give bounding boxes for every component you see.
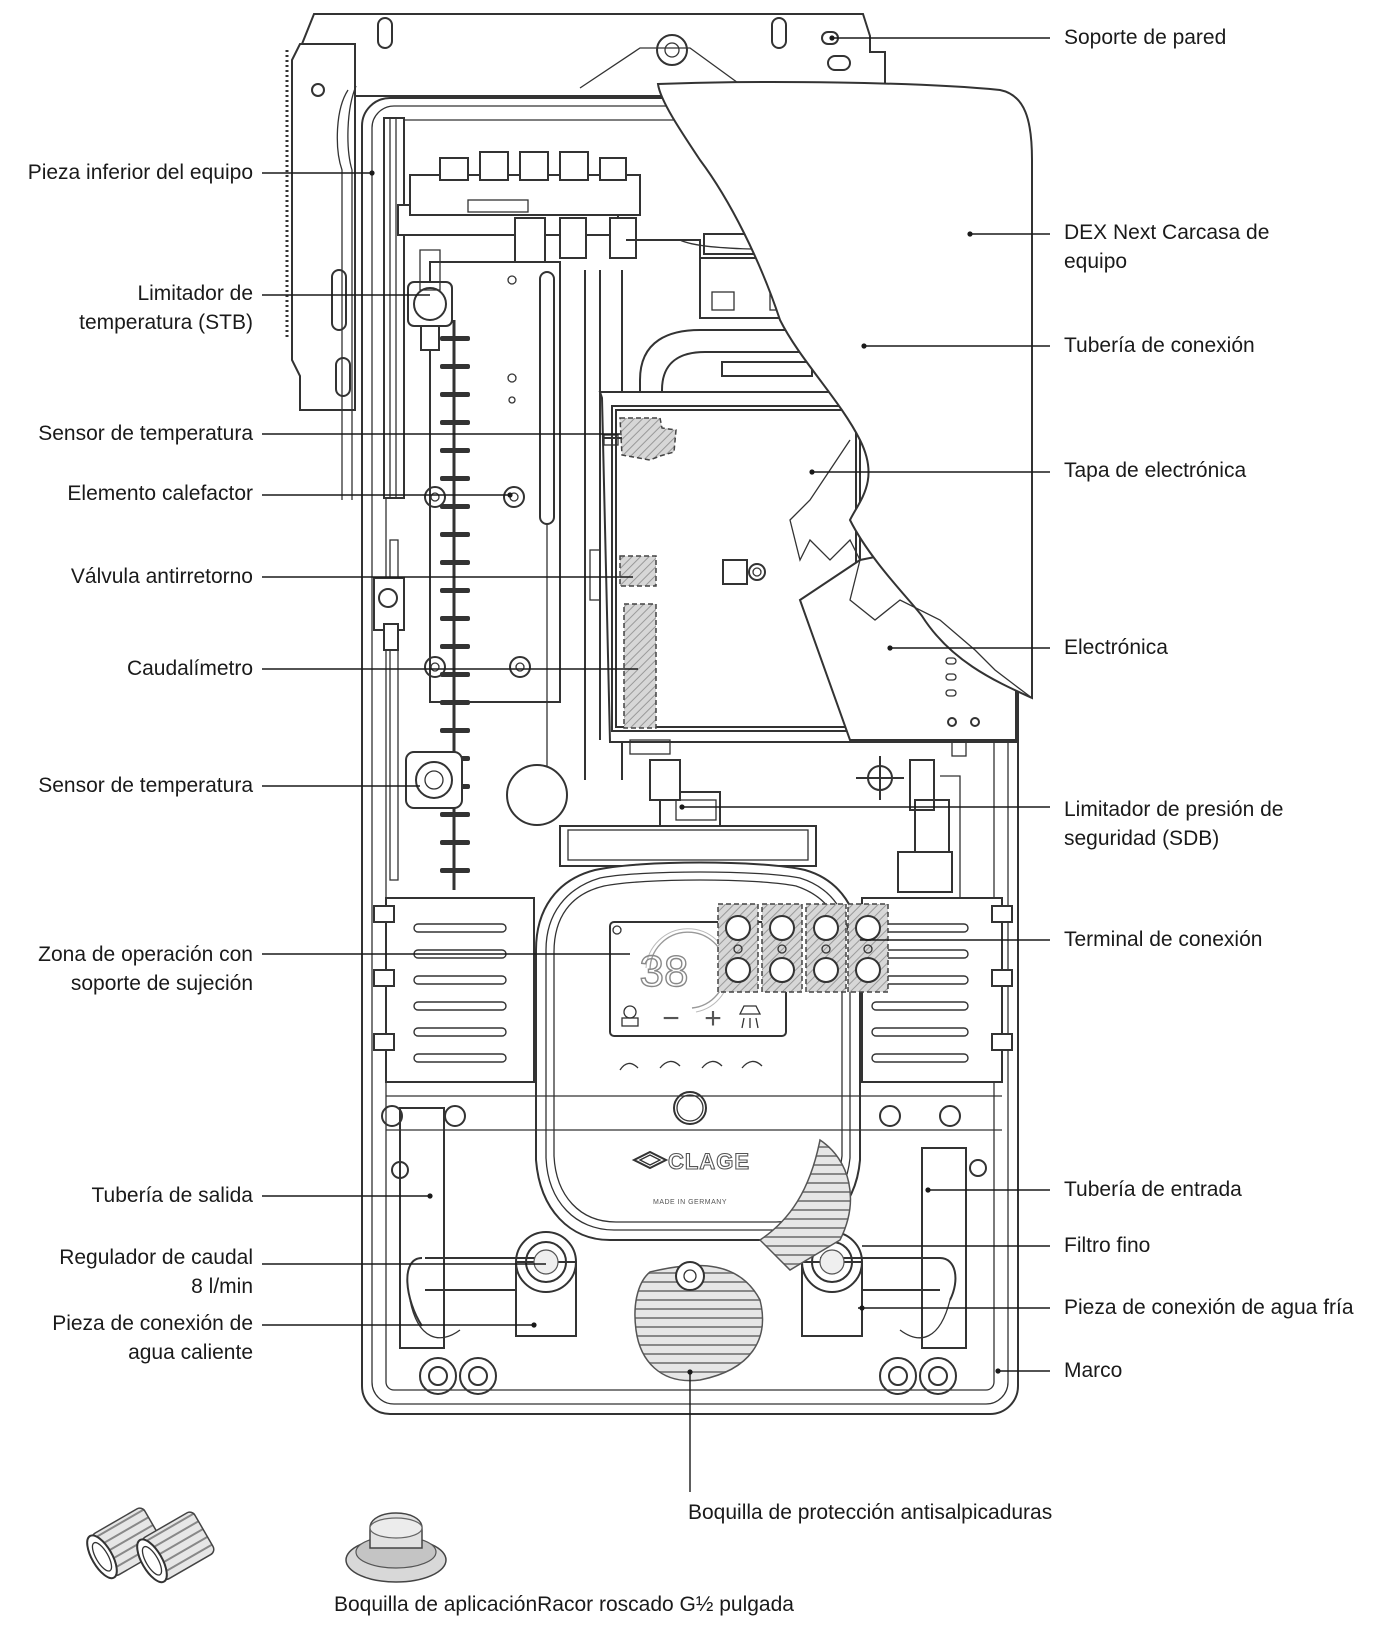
electronics-cover-edge: [789, 439, 1033, 699]
coil-fin: [440, 420, 470, 425]
label-fine-filter: Filtro fino: [1064, 1234, 1151, 1257]
connection-terminal-blocks: [717, 903, 889, 993]
label-electronics-cover: Tapa de electrónica: [1064, 459, 1247, 482]
check-valve-part: [619, 555, 657, 587]
label-temperature-limiter: Limitador de temperatura (STB): [79, 282, 253, 334]
label-hot-water-connector: Pieza de conexión de agua caliente: [52, 1312, 253, 1364]
terminal-hole: [863, 944, 873, 954]
label-flow-regulator: Regulador de caudal 8 l/min: [59, 1246, 253, 1298]
splash-nozzle: [634, 1138, 852, 1382]
label-check-valve: Válvula antirretorno: [70, 565, 253, 588]
label-lower-part: Pieza inferior del equipo: [27, 161, 253, 184]
rib: [413, 1027, 507, 1037]
label-cold-water-connector: Pieza de conexión de agua fría: [1064, 1296, 1354, 1319]
label-outlet-pipe: Tubería de salida: [91, 1184, 254, 1207]
clage-logo: CLAGE: [631, 1148, 750, 1175]
device-housing: [656, 81, 1033, 700]
coil-fin: [440, 644, 470, 649]
coil-fin: [440, 616, 470, 621]
label-connection-terminal: Terminal de conexión: [1064, 928, 1263, 951]
leader-lines: [262, 35, 1050, 1492]
right-valve-assembly: [856, 756, 961, 900]
rib: [871, 1001, 969, 1011]
rib: [413, 1053, 507, 1063]
label-connection-pipe: Tubería de conexión: [1064, 334, 1255, 357]
coil-fin: [440, 392, 470, 397]
coil-fin: [440, 448, 470, 453]
label-device-housing: DEX Next Carcasa de equipo: [1064, 221, 1270, 273]
terminal-screw: [855, 915, 881, 941]
coil-fin: [440, 672, 470, 677]
coil-fin: [440, 364, 470, 369]
label-flow-meter: Caudalímetro: [126, 657, 253, 680]
coil-fin: [440, 336, 470, 341]
coil-fin: [440, 504, 470, 509]
rib: [413, 1001, 507, 1011]
label-temperature-sensor-1: Sensor de temperatura: [38, 422, 253, 445]
terminal-screw: [813, 915, 839, 941]
terminal-hole: [733, 944, 743, 954]
terminal-hole: [777, 944, 787, 954]
svg-text:CLAGE: CLAGE: [668, 1149, 750, 1174]
operation-zone-bracket: [373, 897, 1013, 1083]
frame-screws: [381, 1105, 987, 1395]
coil-fin: [440, 476, 470, 481]
coil-fin: [440, 840, 470, 845]
coil-fin: [440, 700, 470, 705]
temperature-sensor-part-1: [602, 417, 677, 461]
coil-fin: [440, 588, 470, 593]
rib: [871, 1053, 969, 1063]
terminal-hole: [821, 944, 831, 954]
label-operation-zone: Zona de operación con soporte de sujeció…: [38, 943, 253, 995]
terminal-screw: [855, 957, 881, 983]
memory-button-3[interactable]: [701, 1060, 723, 1069]
threaded-connectors: [86, 1507, 215, 1584]
terminal-screw: [813, 957, 839, 983]
label-pressure-limiter: Limitador de presión de seguridad (SDB): [1064, 798, 1284, 850]
wall-bracket: [285, 13, 886, 500]
terminal-screw: [769, 957, 795, 983]
terminal-screw: [725, 957, 751, 983]
coil-fin: [440, 812, 470, 817]
terminal-strip: [559, 825, 817, 867]
display-temperature: 38: [640, 947, 689, 996]
shower-icon[interactable]: [738, 1005, 762, 1029]
coil-fin: [440, 728, 470, 733]
rib: [413, 923, 507, 933]
label-frame: Marco: [1064, 1359, 1123, 1382]
memory-button-4[interactable]: [741, 1060, 763, 1069]
label-splash-nozzle: Boquilla de protección antisalpicaduras: [688, 1501, 1053, 1524]
label-temperature-sensor-2: Sensor de temperatura: [38, 774, 253, 797]
made-in-label: MADE IN GERMANY: [653, 1199, 727, 1206]
coil-fin: [440, 868, 470, 873]
hot-water-connector: [515, 1231, 577, 1337]
label-heating-element: Elemento calefactor: [67, 482, 253, 505]
application-nozzle: [345, 1512, 447, 1583]
terminal-screw: [769, 915, 795, 941]
memory-button-1[interactable]: [619, 1062, 639, 1071]
plus-button[interactable]: +: [704, 1002, 722, 1035]
label-wall-bracket: Soporte de pared: [1064, 26, 1227, 49]
rib: [413, 975, 507, 985]
coil-fin: [440, 560, 470, 565]
coil-fin: [440, 532, 470, 537]
terminal-screw: [725, 915, 751, 941]
memory-button-2[interactable]: [659, 1060, 681, 1069]
label-inlet-pipe: Tubería de entrada: [1064, 1178, 1242, 1201]
minus-button[interactable]: −: [662, 1002, 680, 1035]
flow-meter-part: [623, 603, 657, 729]
power-button[interactable]: [673, 1091, 707, 1125]
caption-accessories: Boquilla de aplicaciónRacor roscado G½ p…: [334, 1593, 794, 1616]
rib: [871, 1027, 969, 1037]
eco-icon[interactable]: [621, 1005, 639, 1027]
label-electronics: Electrónica: [1064, 636, 1168, 659]
